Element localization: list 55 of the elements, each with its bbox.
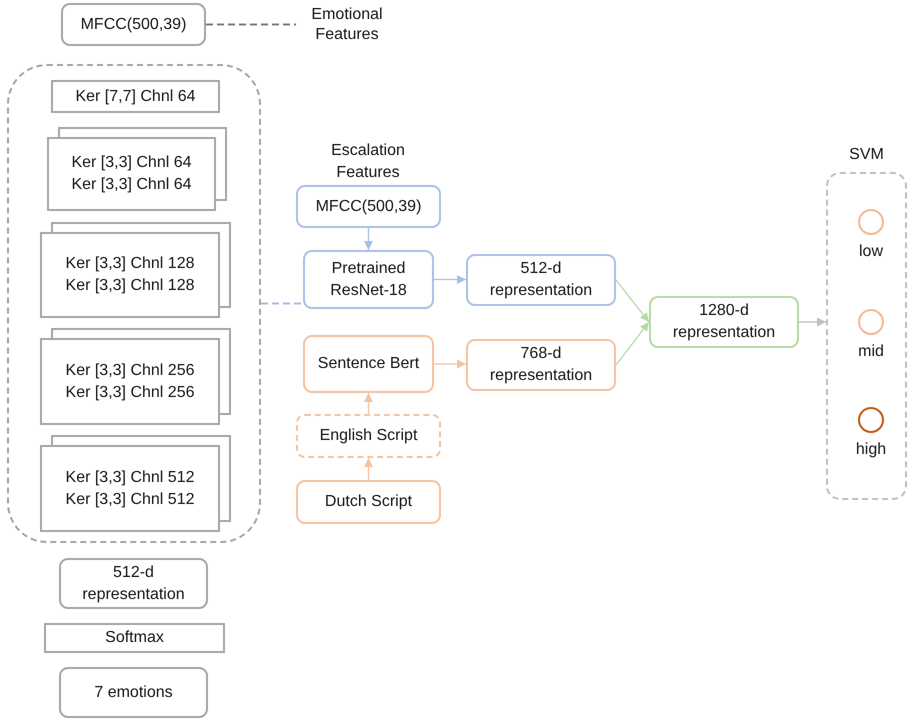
arrow bbox=[615, 280, 650, 322]
arrow bbox=[434, 275, 466, 284]
node-text: Ker [3,3] Chnl 64 bbox=[71, 153, 192, 173]
input-box bbox=[296, 414, 441, 458]
node-text: Ker [3,3] Chnl 128 bbox=[66, 254, 194, 274]
arrow bbox=[364, 228, 373, 250]
model-box bbox=[303, 250, 434, 309]
node-text: 1280-d representation bbox=[672, 301, 776, 343]
class-label: mid bbox=[858, 342, 884, 362]
node-text: Ker [3,3] Chnl 512 bbox=[66, 468, 194, 488]
layer-box bbox=[44, 623, 225, 653]
arrow bbox=[615, 322, 650, 366]
node-text: 768-d representation bbox=[488, 344, 594, 386]
output-box bbox=[59, 558, 208, 609]
group-container bbox=[7, 64, 261, 543]
feature-box bbox=[466, 254, 616, 306]
node-text: Sentence Bert bbox=[318, 354, 420, 374]
node-text: MFCC(500,39) bbox=[80, 14, 186, 34]
node-text: Ker [3,3] Chnl 128 bbox=[66, 276, 194, 296]
model-box bbox=[303, 335, 434, 393]
layer-box bbox=[47, 137, 216, 211]
layer-box bbox=[40, 232, 220, 318]
connector-line bbox=[206, 24, 296, 26]
layer-box bbox=[51, 80, 220, 113]
feature-group-label: Escalation Features bbox=[330, 141, 406, 183]
input-box bbox=[61, 3, 206, 46]
node-text: Ker [7,7] Chnl 64 bbox=[75, 86, 196, 106]
node-text: Ker [3,3] Chnl 64 bbox=[71, 175, 192, 195]
class-label: low bbox=[858, 242, 883, 262]
feature-box bbox=[466, 339, 616, 391]
class-label: high bbox=[856, 440, 886, 460]
layer-box bbox=[40, 338, 220, 425]
node-text: Dutch Script bbox=[324, 492, 412, 512]
node-text: Softmax bbox=[105, 628, 164, 648]
node-text: Ker [3,3] Chnl 256 bbox=[66, 360, 194, 380]
layer-box bbox=[40, 445, 220, 532]
node-text: English Script bbox=[320, 426, 418, 446]
connector-line bbox=[261, 302, 303, 304]
arrow bbox=[434, 360, 466, 368]
output-box bbox=[59, 667, 208, 718]
input-box bbox=[296, 185, 441, 228]
arrow bbox=[364, 393, 373, 414]
arrow bbox=[364, 458, 373, 480]
arrow bbox=[799, 318, 826, 326]
feature-group-label: Emotional Features bbox=[310, 5, 384, 45]
node-text: Ker [3,3] Chnl 512 bbox=[66, 490, 194, 510]
node-text: Ker [3,3] Chnl 256 bbox=[66, 382, 194, 402]
node-text: Pretrained ResNet-18 bbox=[329, 258, 408, 300]
node-text: MFCC(500,39) bbox=[316, 196, 422, 216]
node-text: 7 emotions bbox=[94, 682, 173, 702]
heading: SVM bbox=[848, 145, 885, 165]
input-box bbox=[296, 480, 441, 524]
node-text: 512-d representation bbox=[488, 259, 594, 301]
node-text: 512-d representation bbox=[81, 562, 186, 604]
feature-box bbox=[649, 296, 799, 348]
